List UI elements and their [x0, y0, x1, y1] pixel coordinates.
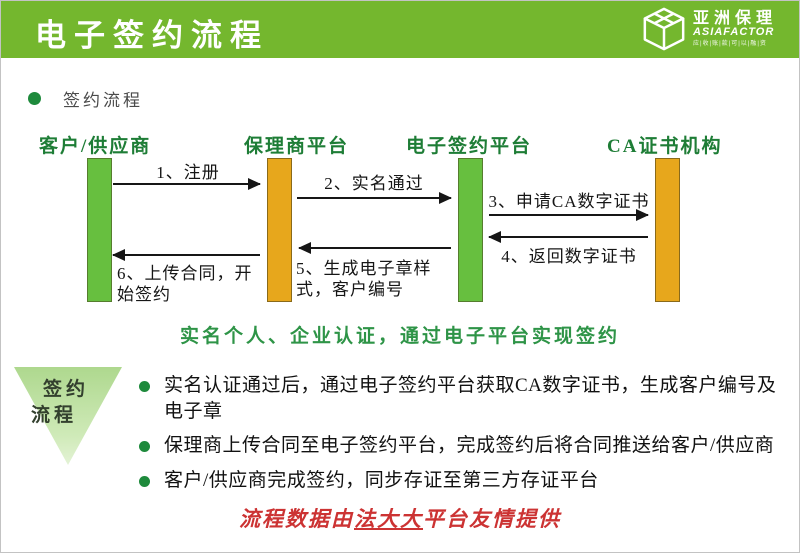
footer-credit: 流程数据由法大大平台友情提供	[1, 503, 799, 533]
bullet-text: 保理商上传合同至电子签约平台，完成签约后将合同推送给客户/供应商	[164, 435, 775, 457]
lane-header-ca: CA证书机构	[607, 136, 723, 157]
diagram-caption: 实名个人、企业认证，通过电子平台实现签约	[179, 326, 620, 347]
bullet-text: 实名认证通过后，通过电子签约平台获取CA数字证书，生成客户编号及电子章	[164, 375, 777, 422]
arrow-3-label: 3、申请CA数字证书	[488, 192, 650, 211]
page-title: 电子签约流程	[35, 18, 269, 53]
triangle-label-line1: 签约	[42, 379, 89, 400]
lane-header-esign: 电子签约平台	[406, 136, 533, 157]
arrow-4-label: 4、返回数字证书	[501, 247, 637, 266]
footer-highlight: 法大大	[354, 507, 423, 531]
logo-tagline: 应|收|账|款|可|以|融|资	[692, 41, 767, 48]
footer-prefix: 流程数据由	[239, 507, 354, 531]
bullet-icon	[139, 441, 150, 453]
logo-text: 亚洲保理 ASIAFACTOR 应|收|账|款|可|以|融|资	[692, 9, 777, 48]
arrow-5-left	[298, 242, 451, 254]
bullet-icon	[28, 92, 41, 105]
process-bullet-list: 实名认证通过后，通过电子签约平台获取CA数字证书，生成客户编号及电子章 保理商上…	[139, 373, 787, 503]
logo-name-cn: 亚洲保理	[692, 9, 777, 27]
lifeline-bar-factor	[267, 158, 292, 302]
arrow-1-right	[113, 178, 261, 190]
lifeline-bar-esign	[458, 158, 483, 302]
arrow-1-label: 1、注册	[156, 163, 220, 182]
header-bar: 电子签约流程 亚洲保理 ASIAFACTOR 应|收|账|款|可|以|融|资	[1, 1, 799, 58]
arrow-5-label: 5、生成电子章样式，客户编号	[296, 259, 432, 300]
lane-header-customer: 客户/供应商	[39, 136, 152, 157]
logo-name-en: ASIAFACTOR	[692, 26, 775, 39]
bullet-icon	[139, 381, 150, 392]
lifeline-bar-customer	[87, 158, 112, 302]
footer-suffix: 平台友情提供	[423, 507, 561, 531]
arrow-2-label: 2、实名通过	[324, 174, 424, 193]
list-item: 实名认证通过后，通过电子签约平台获取CA数字证书，生成客户编号及电子章	[139, 373, 787, 424]
bullet-icon	[139, 475, 150, 487]
section-label: 签约流程	[63, 91, 143, 110]
arrow-6-left	[112, 249, 260, 261]
arrow-2-right	[297, 192, 452, 204]
section-header: 签约流程	[28, 86, 143, 111]
list-item: 保理商上传合同至电子签约平台，完成签约后将合同推送给客户/供应商	[139, 433, 787, 459]
cube-logo-icon	[641, 5, 687, 53]
lane-header-factor: 保理商平台	[244, 136, 350, 157]
lifeline-bar-ca	[655, 158, 680, 302]
bullet-text: 客户/供应商完成签约，同步存证至第三方存证平台	[164, 469, 599, 491]
company-logo: 亚洲保理 ASIAFACTOR 应|收|账|款|可|以|融|资	[641, 5, 777, 53]
triangle-label-line2: 流程	[30, 405, 77, 426]
arrow-4-left	[488, 231, 648, 243]
list-item: 客户/供应商完成签约，同步存证至第三方存证平台	[139, 468, 787, 494]
arrow-3-right	[489, 209, 649, 221]
arrow-6-label: 6、上传合同，开始签约	[117, 264, 253, 305]
